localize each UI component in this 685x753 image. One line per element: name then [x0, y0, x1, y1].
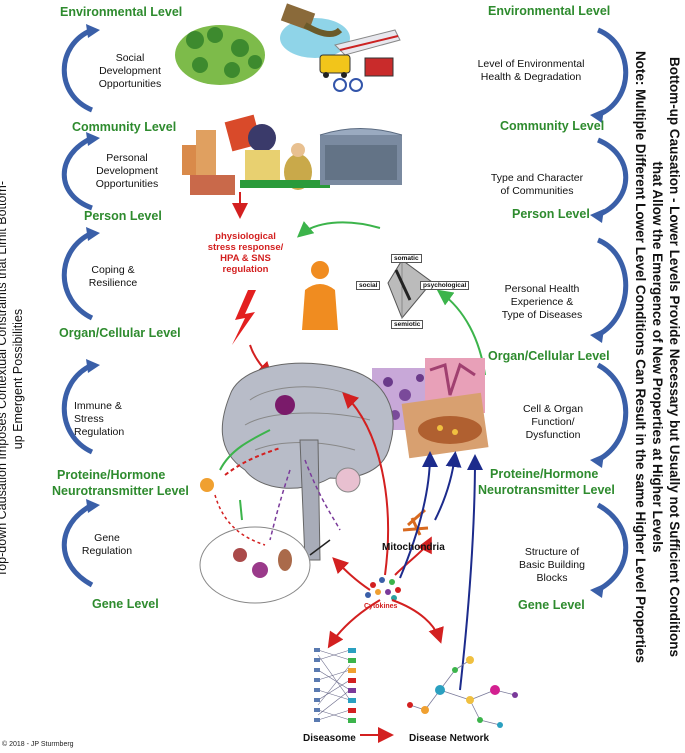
left-vertical-caption: Top-down Causation Imposes Contextual Co… — [0, 180, 25, 578]
right-level-gene: Gene Level — [518, 598, 585, 612]
left-level-person: Person Level — [84, 209, 162, 223]
right-level-proteine-hormone: Proteine/Hormone — [490, 467, 599, 481]
mitochondria-glyph — [402, 508, 429, 536]
left-level-organ-cellular: Organ/Cellular Level — [59, 326, 181, 340]
left-desc-coping-resilience: Coping & Resilience — [88, 264, 138, 289]
right-level-person: Person Level — [512, 207, 590, 221]
left-level-gene: Gene Level — [92, 597, 159, 611]
brain-illustration — [199, 362, 394, 604]
right-desc-community-character: Type and Character of Communities — [490, 172, 584, 197]
environment-illustration — [175, 3, 401, 92]
right-level-organ-cellular: Organ/Cellular Level — [488, 349, 610, 363]
semiotic-label: semiotic — [391, 320, 424, 329]
left-level-neurotransmitter: Neurotransmitter Level — [52, 484, 189, 498]
right-arrowheads — [590, 109, 604, 598]
left-desc-gene-regulation: Gene Regulation — [81, 532, 133, 557]
left-desc-immune-stress: Immune & Stress Regulation — [74, 400, 125, 438]
right-caption-line1: Bottom-up Causation - Lower Levels Provi… — [667, 56, 682, 658]
right-level-community: Community Level — [500, 119, 605, 133]
left-level-community: Community Level — [72, 120, 177, 134]
left-level-proteine-hormone: Proteine/Hormone — [57, 468, 166, 482]
left-desc-social-development: Social Development Opportunities — [98, 52, 162, 90]
tissue-images — [372, 358, 489, 459]
mitochondria-label: Mitochondria — [382, 542, 445, 553]
left-arrow-2 — [61, 135, 94, 211]
social-label: social — [356, 281, 381, 290]
disease-network-label: Disease Network — [409, 733, 490, 744]
left-level-environmental: Environmental Level — [60, 5, 183, 19]
right-vertical-caption: Bottom-up Causation - Lower Levels Provi… — [632, 2, 683, 712]
diseasome-label: Diseasome — [303, 733, 356, 744]
left-arrow-4 — [61, 362, 94, 455]
right-desc-environmental-health: Level of Environmental Health & Degradat… — [477, 58, 585, 83]
somatic-label: somatic — [391, 254, 422, 263]
right-level-neurotransmitter: Neurotransmitter Level — [478, 483, 615, 497]
right-loop-arrows — [596, 27, 629, 593]
right-level-environmental: Environmental Level — [488, 4, 611, 18]
cytokines-label: Cytokines — [364, 603, 398, 610]
stress-response-label: physiological stress response/ HPA & SNS… — [207, 231, 284, 275]
right-caption-line3: Note: Multiple Different Lower Level Con… — [633, 50, 648, 664]
left-loop-arrows — [61, 27, 94, 588]
diseasome-graph — [314, 648, 356, 723]
person-silhouette — [302, 261, 338, 330]
cytokine-dots — [365, 577, 401, 601]
right-desc-personal-health: Personal Health Experience & Type of Dis… — [501, 283, 583, 321]
disease-network-graph — [407, 656, 518, 728]
stress-lightning — [232, 290, 256, 345]
right-caption-line2: that Allow the Emergence of New Properti… — [650, 161, 665, 553]
copyright-text: © 2018 - JP Sturmberg — [2, 741, 74, 748]
left-arrowheads — [86, 24, 100, 513]
left-arrow-3 — [61, 230, 94, 321]
left-desc-personal-development: Personal Development Opportunities — [95, 152, 159, 190]
right-desc-cell-organ: Cell & Organ Function/ Dysfunction — [522, 403, 584, 441]
left-arrow-1 — [61, 27, 94, 113]
psychological-label: psychological — [420, 281, 470, 290]
right-desc-building-blocks: Structure of Basic Building Blocks — [519, 546, 585, 584]
somatic-diamond — [387, 259, 433, 319]
community-illustration — [182, 114, 403, 195]
left-arrow-5 — [61, 502, 94, 588]
